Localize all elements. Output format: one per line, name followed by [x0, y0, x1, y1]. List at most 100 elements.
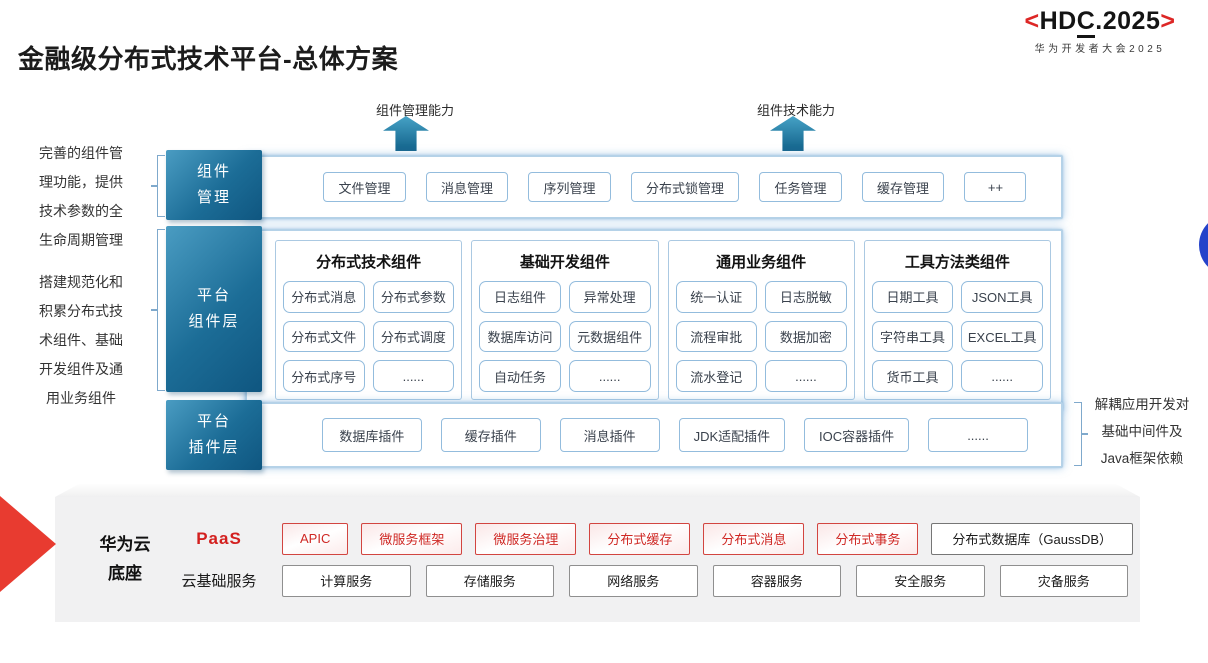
component-box: ......	[568, 360, 651, 392]
note-platform-components: 搭建规范化和积累分布式技术组件、基础开发组件及通用业务组件	[6, 268, 156, 413]
arrow-label-component-tech: 组件技术能力	[757, 103, 836, 118]
layer-platform-plugins: 数据库插件缓存插件消息插件 JDK适配插件 IOC容器插件......	[245, 402, 1063, 468]
paas-service-box: 微服务治理	[475, 522, 577, 555]
component-box: 异常处理	[568, 281, 651, 313]
layer-label-platform-components: 平台组件层	[166, 226, 262, 392]
cloud-service-box: 容器服务	[712, 564, 841, 597]
component-box: ++	[964, 172, 1027, 202]
note-line: 完善的组件管	[39, 145, 123, 161]
component-box: 数据库访问	[479, 320, 561, 353]
component-box: 流程审批	[675, 320, 758, 353]
column-header: 通用业务组件	[716, 254, 807, 271]
logo-left-angle-icon: <	[1024, 7, 1040, 35]
component-box: 字符串工具	[871, 320, 954, 353]
iaas-row: 云基础服务 计算服务存储服务网络服务容器服务安全服务灾备服务	[169, 564, 1128, 597]
component-box: 日志组件	[479, 281, 561, 313]
logo-c-underlined: C	[1076, 7, 1096, 38]
layer-label-component-management: 组件管理	[166, 150, 262, 220]
component-box: 文件管理	[323, 172, 406, 202]
huawei-cloud-foundation-panel: 华为云底座 PaaS APIC 微服务框架微服务治理分布式缓存分布式消息分布式事务…	[55, 497, 1140, 622]
note-component-management: 完善的组件管理功能，提供技术参数的全生命周期管理	[6, 139, 156, 255]
up-arrow-icon	[770, 116, 816, 151]
column-basic-dev: 基础开发组件 日志组件异常处理数据库访问元数据组件自动任务......	[471, 240, 659, 400]
component-box: 分布式消息	[283, 281, 365, 313]
cloud-service-box: 安全服务	[856, 564, 985, 597]
column-common-business: 通用业务组件 统一认证日志脱敏流程审批数据加密流水登记......	[667, 240, 855, 400]
component-box: 缓存管理	[861, 172, 944, 202]
component-box: EXCEL工具	[961, 320, 1043, 353]
column-grid: 日志组件异常处理数据库访问元数据组件自动任务......	[479, 281, 651, 392]
component-box: 分布式参数	[372, 281, 455, 313]
arrow-label-component-management: 组件管理能力	[376, 103, 455, 118]
cloud-service-box: 计算服务	[282, 564, 411, 597]
component-box: 日志脱敏	[765, 281, 847, 313]
component-box: 任务管理	[759, 172, 842, 202]
column-header: 分布式技术组件	[316, 254, 422, 271]
paas-service-box: APIC	[282, 522, 349, 555]
cloud-service-box: 存储服务	[425, 564, 554, 597]
column-header: 工具方法类组件	[904, 254, 1010, 271]
foundation-rows: PaaS APIC 微服务框架微服务治理分布式缓存分布式消息分布式事务 分布式数据…	[169, 522, 1134, 597]
note-line: 搭建规范化和	[39, 274, 123, 290]
plugin-box: 消息插件	[559, 418, 660, 452]
note-line: 基础中间件及	[1101, 424, 1183, 439]
left-bracket-icon	[151, 155, 165, 217]
paas-row: PaaS APIC 微服务框架微服务治理分布式缓存分布式消息分布式事务 分布式数据…	[169, 522, 1134, 555]
label-line: 插件层	[188, 439, 240, 456]
component-box: ......	[765, 360, 847, 392]
component-box: 自动任务	[479, 360, 561, 392]
note-line: 生命周期管理	[39, 232, 123, 248]
paas-service-box: 微服务框架	[361, 522, 463, 555]
note-line: Java框架依赖	[1100, 451, 1184, 466]
label-line: 平台	[196, 286, 231, 304]
layer-label-platform-plugins: 平台插件层	[166, 400, 262, 470]
component-box: 分布式序号	[283, 360, 365, 392]
component-box: 消息管理	[425, 172, 508, 202]
column-grid: 统一认证日志脱敏流程审批数据加密流水登记......	[675, 281, 847, 392]
iaas-label: 云基础服务	[181, 573, 257, 590]
component-box: 分布式文件	[283, 320, 365, 353]
plugin-box: IOC容器插件	[804, 418, 910, 452]
plugin-box: 数据库插件	[321, 418, 422, 452]
label-line: 华为云	[99, 534, 151, 554]
cloud-service-box: 网络服务	[569, 564, 698, 597]
label-line: 管理	[196, 189, 231, 206]
plugin-box: ......	[928, 418, 1029, 452]
label-line: 底座	[108, 563, 142, 583]
gaussdb-box: 分布式数据库（GaussDB）	[931, 522, 1134, 555]
right-bracket-icon	[1074, 402, 1088, 466]
cloud-service-box: 灾备服务	[999, 564, 1128, 597]
paas-service-box: 分布式消息	[703, 522, 805, 555]
component-box: JSON工具	[961, 281, 1043, 313]
plugin-box: 缓存插件	[440, 418, 541, 452]
iaas-boxes: 计算服务存储服务网络服务容器服务安全服务灾备服务	[282, 564, 1128, 597]
column-header: 基础开发组件	[519, 254, 610, 271]
note-line: 解耦应用开发对	[1094, 397, 1190, 412]
page-title: 金融级分布式技术平台-总体方案	[18, 44, 399, 75]
plugin-box: JDK适配插件	[678, 418, 786, 452]
paas-service-box: 分布式事务	[817, 522, 919, 555]
column-grid: 分布式消息分布式参数分布式文件分布式调度分布式序号......	[283, 281, 455, 392]
label-line: 平台	[196, 412, 231, 430]
component-box: 流水登记	[675, 360, 758, 392]
note-line: 技术参数的全	[39, 203, 123, 219]
label-line: 组件	[196, 162, 231, 180]
logo-right-angle-icon: >	[1160, 7, 1176, 35]
layer-component-management: 文件管理消息管理序列管理分布式锁管理任务管理缓存管理++	[245, 155, 1063, 219]
label-line: 组件层	[188, 313, 240, 330]
note-line: 积累分布式技	[39, 303, 123, 319]
component-box: 元数据组件	[568, 320, 651, 353]
note-line: 术组件、基础	[39, 332, 123, 348]
logo-hd: HD	[1039, 7, 1077, 35]
paas-service-box: 分布式缓存	[589, 522, 691, 555]
foundation-label: 华为云底座	[81, 531, 169, 589]
column-distributed-tech: 分布式技术组件 分布式消息分布式参数分布式文件分布式调度分布式序号......	[275, 240, 463, 400]
red-wedge-icon	[0, 496, 56, 592]
paas-label: PaaS	[196, 528, 242, 548]
note-line: 理功能，提供	[39, 174, 123, 190]
component-box: 日期工具	[871, 281, 954, 313]
component-box: 数据加密	[765, 320, 847, 353]
blue-dot-decoration	[1199, 214, 1208, 276]
note-line: 用业务组件	[46, 390, 116, 406]
